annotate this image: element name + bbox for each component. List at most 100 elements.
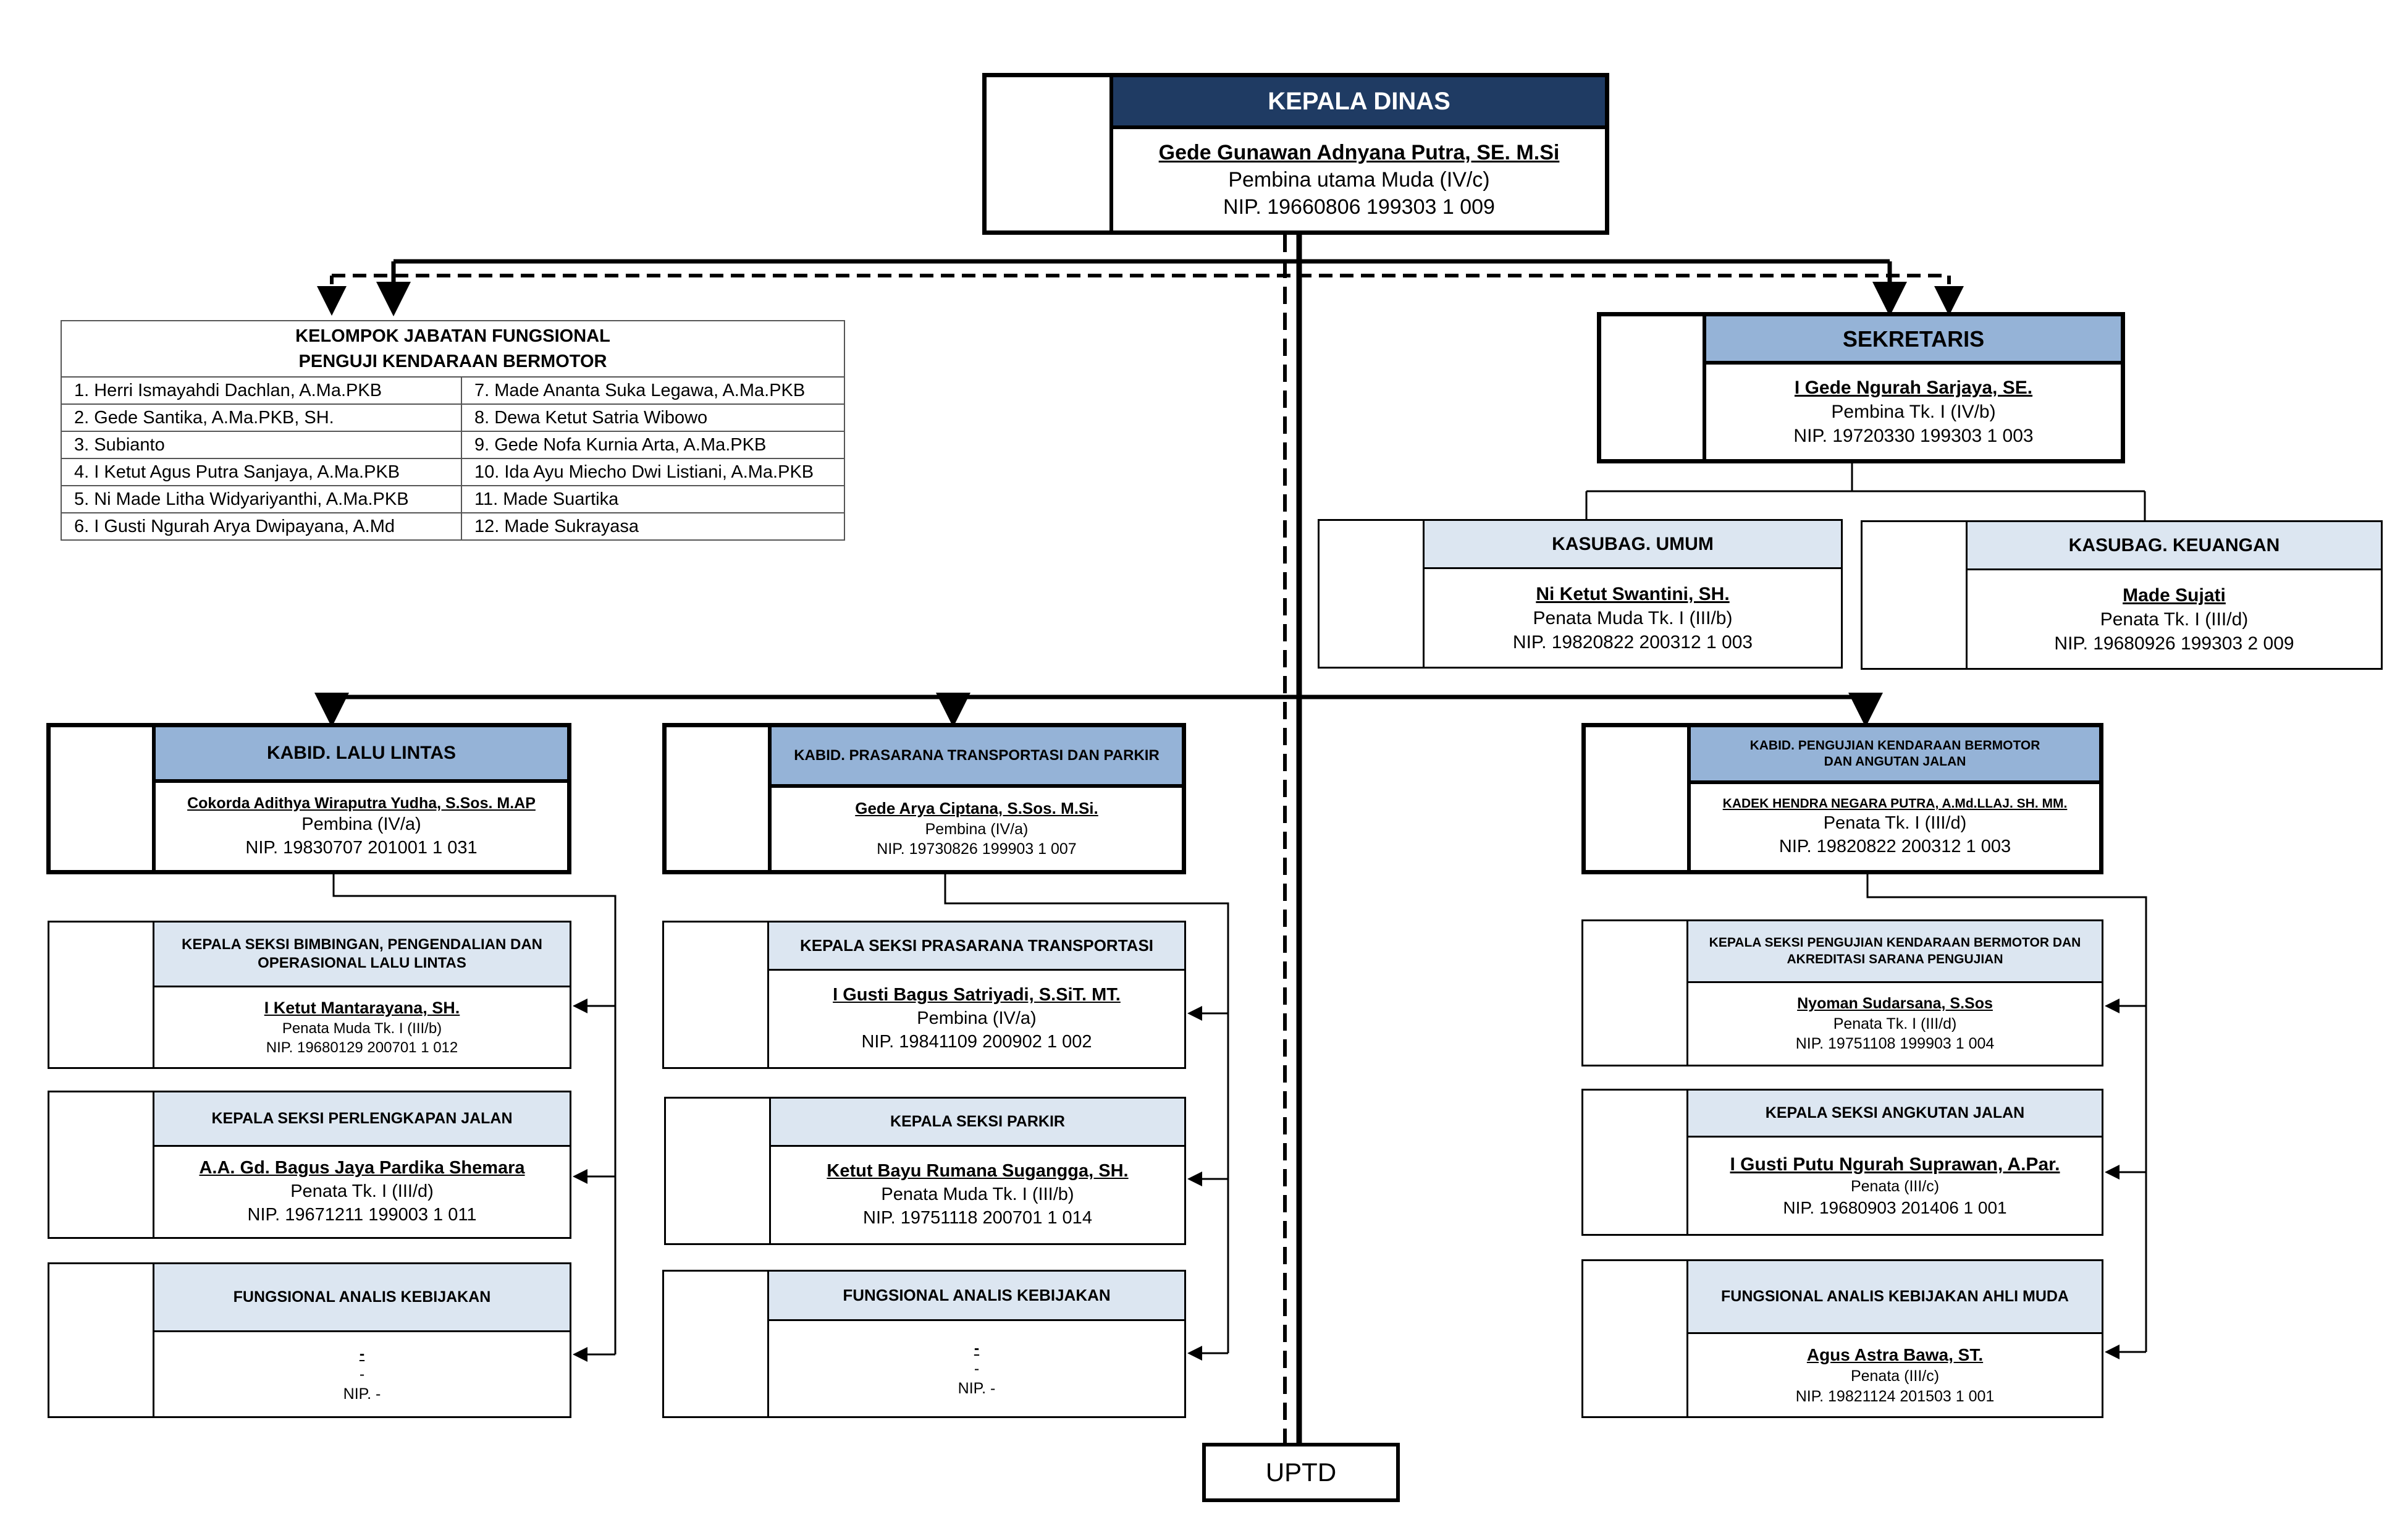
- sekretaris-name: I Gede Ngurah Sarjaya, SE.: [1794, 378, 2033, 398]
- kepala-dinas-nip: NIP. 19660806 199303 1 009: [1223, 195, 1495, 219]
- fungsional-lalu-lintas-name: -: [359, 1345, 365, 1363]
- seksi-pengujian-rank: Penata Tk. I (III/d): [1833, 1015, 1957, 1033]
- kasubag-umum-rank: Penata Muda Tk. I (III/b): [1533, 607, 1733, 628]
- kasubag-keuangan-title: KASUBAG. KEUANGAN: [1968, 522, 2381, 570]
- seksi-bimbingan-nip: NIP. 19680129 200701 1 012: [266, 1039, 458, 1057]
- fungsional-pengujian-nip: NIP. 19821124 201503 1 001: [1795, 1387, 1995, 1405]
- seksi-angkutan-rank: Penata (III/c): [1850, 1178, 1940, 1196]
- uptd-box: UPTD: [1202, 1443, 1400, 1502]
- seksi-pengujian-box: KEPALA SEKSI PENGUJIAN KENDARAAN BERMOTO…: [1581, 919, 2103, 1066]
- seksi-bimbingan-title: KEPALA SEKSI BIMBINGAN, PENGENDALIAN DAN…: [154, 923, 570, 987]
- photo-placeholder: [1586, 727, 1691, 870]
- fungsional-pengujian-title: FUNGSIONAL ANALIS KEBIJAKAN AHLI MUDA: [1688, 1261, 2102, 1334]
- photo-placeholder: [1583, 1091, 1688, 1234]
- seksi-prasarana-title: KEPALA SEKSI PRASARANA TRANSPORTASI: [769, 923, 1184, 971]
- kasubag-keuangan-box: KASUBAG. KEUANGAN Made Sujati Penata Tk.…: [1861, 520, 2383, 670]
- seksi-angkutan-nip: NIP. 19680903 201406 1 001: [1783, 1197, 2007, 1217]
- kabid-pengujian-nip: NIP. 19820822 200312 1 003: [1779, 837, 2011, 857]
- photo-placeholder: [664, 1272, 769, 1416]
- seksi-parkir-title: KEPALA SEKSI PARKIR: [771, 1099, 1184, 1147]
- table-row: 6. I Gusti Ngurah Arya Dwipayana, A.Md 1…: [62, 513, 844, 540]
- fungsional-prasarana-name: -: [974, 1340, 980, 1358]
- kabid-pengujian-name: KADEK HENDRA NEGARA PUTRA, A.Md.LLAJ. SH…: [1722, 796, 2068, 811]
- seksi-prasarana-box: KEPALA SEKSI PRASARANA TRANSPORTASI I Gu…: [662, 921, 1186, 1069]
- kepala-dinas-box: KEPALA DINAS Gede Gunawan Adnyana Putra,…: [982, 73, 1609, 235]
- fungsional-lalu-lintas-nip: NIP. -: [343, 1385, 381, 1403]
- kepala-dinas-rank: Pembina utama Muda (IV/c): [1228, 167, 1490, 192]
- fungsional-lalu-lintas-rank: -: [359, 1365, 365, 1383]
- table-row: 4. I Ketut Agus Putra Sanjaya, A.Ma.PKB …: [62, 459, 844, 487]
- photo-placeholder: [667, 727, 772, 870]
- seksi-pengujian-name: Nyoman Sudarsana, S.Sos: [1797, 995, 1993, 1013]
- seksi-parkir-name: Ketut Bayu Rumana Sugangga, SH.: [827, 1161, 1129, 1181]
- photo-placeholder: [1583, 1261, 1688, 1416]
- seksi-prasarana-name: I Gusti Bagus Satriyadi, S.SiT. MT.: [833, 985, 1121, 1005]
- photo-placeholder: [49, 1092, 154, 1237]
- seksi-pengujian-title: KEPALA SEKSI PENGUJIAN KENDARAAN BERMOTO…: [1688, 921, 2102, 983]
- photo-placeholder: [1320, 521, 1425, 667]
- kasubag-keuangan-rank: Penata Tk. I (III/d): [2100, 609, 2249, 630]
- sekretaris-rank: Pembina Tk. I (IV/b): [1831, 402, 1996, 422]
- kasubag-umum-nip: NIP. 19820822 200312 1 003: [1512, 631, 1753, 652]
- kabid-prasarana-name: Gede Arya Ciptana, S.Sos. M.Si.: [855, 799, 1098, 818]
- kasubag-umum-box: KASUBAG. UMUM Ni Ketut Swantini, SH. Pen…: [1318, 519, 1843, 669]
- fungsional-prasarana-rank: -: [974, 1359, 980, 1377]
- photo-placeholder: [1863, 522, 1968, 668]
- kepala-dinas-title: KEPALA DINAS: [1113, 77, 1605, 129]
- photo-placeholder: [987, 77, 1113, 230]
- kabid-lalu-lintas-nip: NIP. 19830707 201001 1 031: [245, 837, 478, 858]
- photo-placeholder: [49, 923, 154, 1067]
- kabid-prasarana-title: KABID. PRASARANA TRANSPORTASI DAN PARKIR: [772, 727, 1182, 788]
- photo-placeholder: [51, 727, 156, 870]
- fungsional-pengujian-rank: Penata (III/c): [1850, 1367, 1940, 1385]
- photo-placeholder: [666, 1099, 771, 1243]
- kabid-pengujian-title: KABID. PENGUJIAN KENDARAAN BERMOTOR DAN …: [1691, 727, 2099, 784]
- kasubag-keuangan-nip: NIP. 19680926 199303 2 009: [2054, 633, 2294, 654]
- seksi-bimbingan-name: I Ketut Mantarayana, SH.: [264, 998, 460, 1017]
- sekretaris-title: SEKRETARIS: [1706, 316, 2121, 365]
- seksi-perlengkapan-title: KEPALA SEKSI PERLENGKAPAN JALAN: [154, 1092, 570, 1147]
- kabid-pengujian-box: KABID. PENGUJIAN KENDARAAN BERMOTOR DAN …: [1581, 723, 2103, 874]
- seksi-angkutan-title: KEPALA SEKSI ANGKUTAN JALAN: [1688, 1091, 2102, 1138]
- seksi-angkutan-box: KEPALA SEKSI ANGKUTAN JALAN I Gusti Putu…: [1581, 1089, 2103, 1236]
- kasubag-umum-name: Ni Ketut Swantini, SH.: [1536, 583, 1730, 604]
- seksi-pengujian-nip: NIP. 19751108 199903 1 004: [1795, 1035, 1995, 1053]
- photo-placeholder: [664, 923, 769, 1067]
- seksi-perlengkapan-box: KEPALA SEKSI PERLENGKAPAN JALAN A.A. Gd.…: [48, 1091, 571, 1239]
- photo-placeholder: [1601, 316, 1706, 459]
- seksi-prasarana-rank: Pembina (IV/a): [917, 1008, 1037, 1029]
- kabid-lalu-lintas-box: KABID. LALU LINTAS Cokorda Adithya Wirap…: [46, 723, 571, 874]
- seksi-bimbingan-box: KEPALA SEKSI BIMBINGAN, PENGENDALIAN DAN…: [48, 921, 571, 1069]
- fungsional-title: KELOMPOK JABATAN FUNGSIONAL PENGUJI KEND…: [62, 321, 844, 378]
- photo-placeholder: [1583, 921, 1688, 1065]
- kabid-pengujian-rank: Penata Tk. I (III/d): [1823, 813, 1967, 834]
- kabid-lalu-lintas-name: Cokorda Adithya Wiraputra Yudha, S.Sos. …: [187, 794, 536, 812]
- kepala-dinas-name: Gede Gunawan Adnyana Putra, SE. M.Si: [1158, 140, 1560, 164]
- seksi-perlengkapan-nip: NIP. 19671211 199003 1 011: [247, 1204, 477, 1225]
- table-row: 5. Ni Made Litha Widyariyanthi, A.Ma.PKB…: [62, 486, 844, 514]
- seksi-parkir-rank: Penata Muda Tk. I (III/b): [881, 1185, 1074, 1205]
- seksi-perlengkapan-name: A.A. Gd. Bagus Jaya Pardika Shemara: [199, 1158, 525, 1178]
- table-row: 2. Gede Santika, A.Ma.PKB, SH. 8. Dewa K…: [62, 405, 844, 433]
- seksi-parkir-box: KEPALA SEKSI PARKIR Ketut Bayu Rumana Su…: [664, 1097, 1186, 1245]
- kabid-prasarana-box: KABID. PRASARANA TRANSPORTASI DAN PARKIR…: [662, 723, 1186, 874]
- seksi-bimbingan-rank: Penata Muda Tk. I (III/b): [282, 1020, 442, 1037]
- kabid-lalu-lintas-rank: Pembina (IV/a): [301, 814, 421, 835]
- fungsional-lalu-lintas-box: FUNGSIONAL ANALIS KEBIJAKAN - - NIP. -: [48, 1262, 571, 1418]
- fungsional-prasarana-title: FUNGSIONAL ANALIS KEBIJAKAN: [769, 1272, 1184, 1321]
- fungsional-pengujian-box: FUNGSIONAL ANALIS KEBIJAKAN AHLI MUDA Ag…: [1581, 1259, 2103, 1418]
- kelompok-jabatan-fungsional-table: KELOMPOK JABATAN FUNGSIONAL PENGUJI KEND…: [61, 320, 845, 541]
- sekretaris-box: SEKRETARIS I Gede Ngurah Sarjaya, SE. Pe…: [1597, 312, 2125, 463]
- table-row: 3. Subianto 9. Gede Nofa Kurnia Arta, A.…: [62, 432, 844, 460]
- fungsional-lalu-lintas-title: FUNGSIONAL ANALIS KEBIJAKAN: [154, 1264, 570, 1332]
- kasubag-keuangan-name: Made Sujati: [2123, 585, 2226, 606]
- kabid-prasarana-nip: NIP. 19730826 199903 1 007: [877, 840, 1077, 858]
- seksi-prasarana-nip: NIP. 19841109 200902 1 002: [861, 1031, 1092, 1052]
- table-row: 1. Herri Ismayahdi Dachlan, A.Ma.PKB 7. …: [62, 378, 844, 405]
- fungsional-pengujian-name: Agus Astra Bawa, ST.: [1806, 1345, 1984, 1364]
- fungsional-prasarana-nip: NIP. -: [958, 1380, 996, 1398]
- seksi-parkir-nip: NIP. 19751118 200701 1 014: [863, 1207, 1092, 1228]
- seksi-angkutan-name: I Gusti Putu Ngurah Suprawan, A.Par.: [1730, 1154, 2060, 1175]
- sekretaris-nip: NIP. 19720330 199303 1 003: [1793, 426, 2034, 446]
